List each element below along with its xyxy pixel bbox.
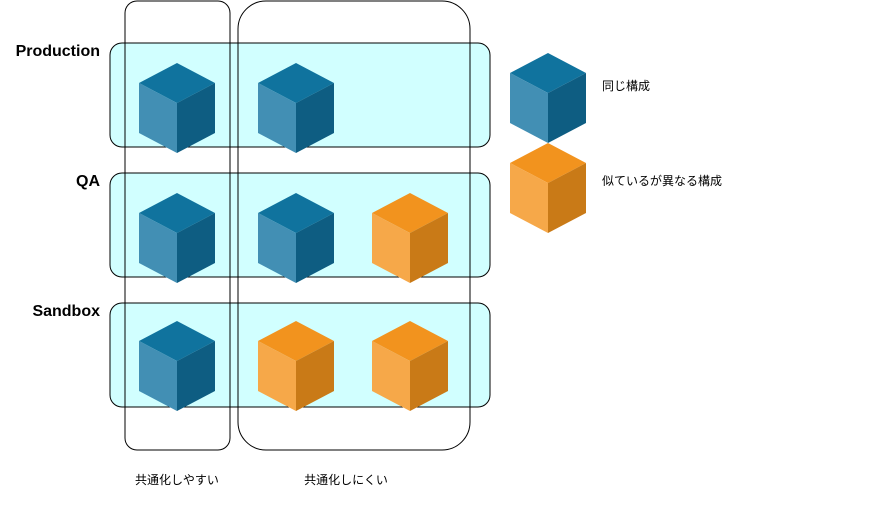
cube-same-r2-c0 <box>139 321 215 411</box>
cube-right-face <box>548 163 586 233</box>
cube-left-face <box>510 73 548 143</box>
cube-right-face <box>296 341 334 411</box>
cube-left-face <box>139 83 177 153</box>
cube-left-face <box>372 341 410 411</box>
cube-right-face <box>177 341 215 411</box>
cube-same-r1-c1 <box>258 193 334 283</box>
cube-same-r0-c1 <box>258 63 334 153</box>
cube-right-face <box>177 213 215 283</box>
cube-right-face <box>177 83 215 153</box>
legend-label-different: 似ているが異なる構成 <box>602 173 722 188</box>
cube-right-face <box>410 213 448 283</box>
legend-cube-same <box>510 53 586 143</box>
cube-different-r1-c2 <box>372 193 448 283</box>
cube-left-face <box>139 213 177 283</box>
cube-left-face <box>372 213 410 283</box>
cube-right-face <box>296 83 334 153</box>
cube-left-face <box>258 341 296 411</box>
cube-layer <box>139 53 586 411</box>
cube-right-face <box>548 73 586 143</box>
legend-cube-different <box>510 143 586 233</box>
column-box-hard <box>237 0 471 451</box>
column-label-easy: 共通化しやすい <box>135 473 219 487</box>
cube-right-face <box>410 341 448 411</box>
cube-left-face <box>510 163 548 233</box>
row-label-sandbox: Sandbox <box>32 303 100 320</box>
row-label-production: Production <box>16 43 100 60</box>
cube-same-r1-c0 <box>139 193 215 283</box>
column-label-hard: 共通化しにくい <box>304 473 388 487</box>
cube-left-face <box>139 341 177 411</box>
cube-left-face <box>258 83 296 153</box>
cube-left-face <box>258 213 296 283</box>
column-box-easy <box>124 0 231 451</box>
cube-same-r0-c0 <box>139 63 215 153</box>
cube-right-face <box>296 213 334 283</box>
row-label-qa: QA <box>76 173 100 190</box>
cube-different-r2-c1 <box>258 321 334 411</box>
legend-label-same: 同じ構成 <box>602 79 650 93</box>
cube-different-r2-c2 <box>372 321 448 411</box>
